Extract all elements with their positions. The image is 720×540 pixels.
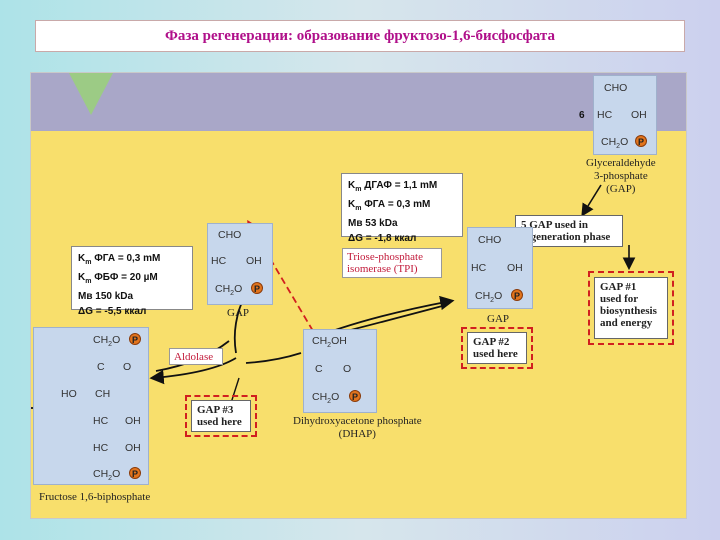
gap3-dashed-frame	[185, 395, 257, 437]
fbp-oh2: OH	[125, 442, 141, 454]
arrow-gap3	[230, 377, 240, 404]
green-triangle	[69, 73, 113, 115]
tpi-kinetics-box: Km ДГАФ = 1,1 mM Km ФГА = 0,3 mM Мв 53 k…	[341, 173, 463, 244]
gap-mid-label: GAP	[487, 313, 510, 325]
gap3-box: GAP #3 used here	[191, 400, 251, 432]
fbp-c: C	[97, 361, 105, 373]
phosphate-icon: P	[635, 135, 647, 147]
fbp-hc2: HC	[93, 442, 109, 454]
gap-structure-left	[207, 223, 273, 305]
gap-top-cho: CHO	[604, 82, 628, 94]
gap-top-hc: HC	[597, 109, 613, 121]
gap1-dashed-frame	[588, 271, 674, 345]
title-box: Фаза регенерации: образование фруктозо-1…	[35, 20, 685, 52]
arrow-gap-down	[581, 184, 602, 217]
top-band	[31, 73, 686, 131]
phosphate-icon: P	[349, 390, 361, 402]
count-six: 6	[579, 110, 585, 121]
dhap-c: C	[315, 363, 323, 375]
gap-top-oh: OH	[631, 109, 647, 121]
dhap-label: Dihydroxyacetone phosphate (DHAP)	[293, 415, 422, 440]
phosphate-icon: P	[251, 282, 263, 294]
arrow-to-fructose	[149, 357, 237, 385]
dhap-o: O	[343, 363, 352, 375]
tpi-enzyme-label: Triose-phosphate isomerase (TPI)	[342, 248, 442, 278]
dhap-ch2oh: CH2OH	[312, 335, 347, 350]
gap-left-cho: CHO	[218, 229, 242, 241]
gap-used-regeneration-box: 5 GAP used in regeneration phase	[515, 215, 623, 247]
gap2-box: GAP #2 used here	[467, 332, 527, 364]
gap2-dashed-frame	[461, 327, 533, 369]
arrow-dhap-to-aldolase	[245, 352, 302, 364]
fbp-o: O	[123, 361, 132, 373]
fbp-oh1: OH	[125, 415, 141, 427]
gap-left-ch2o: CH2O	[215, 283, 243, 298]
gap-mid-cho: CHO	[478, 234, 502, 246]
phosphate-icon: P	[129, 333, 141, 345]
dhap-structure	[303, 329, 377, 413]
glyceraldehyde-label: Glyceraldehyde 3-phosphate (GAP)	[586, 157, 656, 195]
gap-mid-hc: HC	[471, 262, 487, 274]
fructose-structure	[33, 327, 149, 485]
aldolase-enzyme-label: Aldolase	[169, 348, 223, 365]
aldolase-kinetics-box: Km ФГА = 0,3 mM Km ФБФ = 20 µM Мв 150 kD…	[71, 246, 193, 317]
phosphate-icon: P	[129, 467, 141, 479]
fbp-ho: HO	[61, 388, 77, 400]
phosphate-icon: P	[511, 289, 523, 301]
fbp-hc1: HC	[93, 415, 109, 427]
gap-left-hc: HC	[211, 255, 227, 267]
gap-mid-ch2o: CH2O	[475, 290, 503, 305]
gap1-box: GAP #1 used for biosynthesis and energy	[594, 277, 668, 339]
page-title: Фаза регенерации: образование фруктозо-1…	[165, 27, 555, 44]
fbp-ch2o-bottom: CH2O	[93, 468, 121, 483]
fbp-ch2o-top: CH2O	[93, 334, 121, 349]
gap-mid-oh: OH	[507, 262, 523, 274]
gap-top-ch2o: CH2O	[601, 136, 629, 151]
fructose-label: Fructose 1,6-biphosphate	[39, 491, 151, 503]
diagram-panel: CHO HC OH CH2O P 6 Glyceraldehyde 3-phos…	[30, 72, 687, 519]
dhap-ch2o: CH2O	[312, 391, 340, 406]
gap-left-label: GAP	[227, 307, 250, 319]
fbp-ch: CH	[95, 388, 111, 400]
gap-left-oh: OH	[246, 255, 262, 267]
